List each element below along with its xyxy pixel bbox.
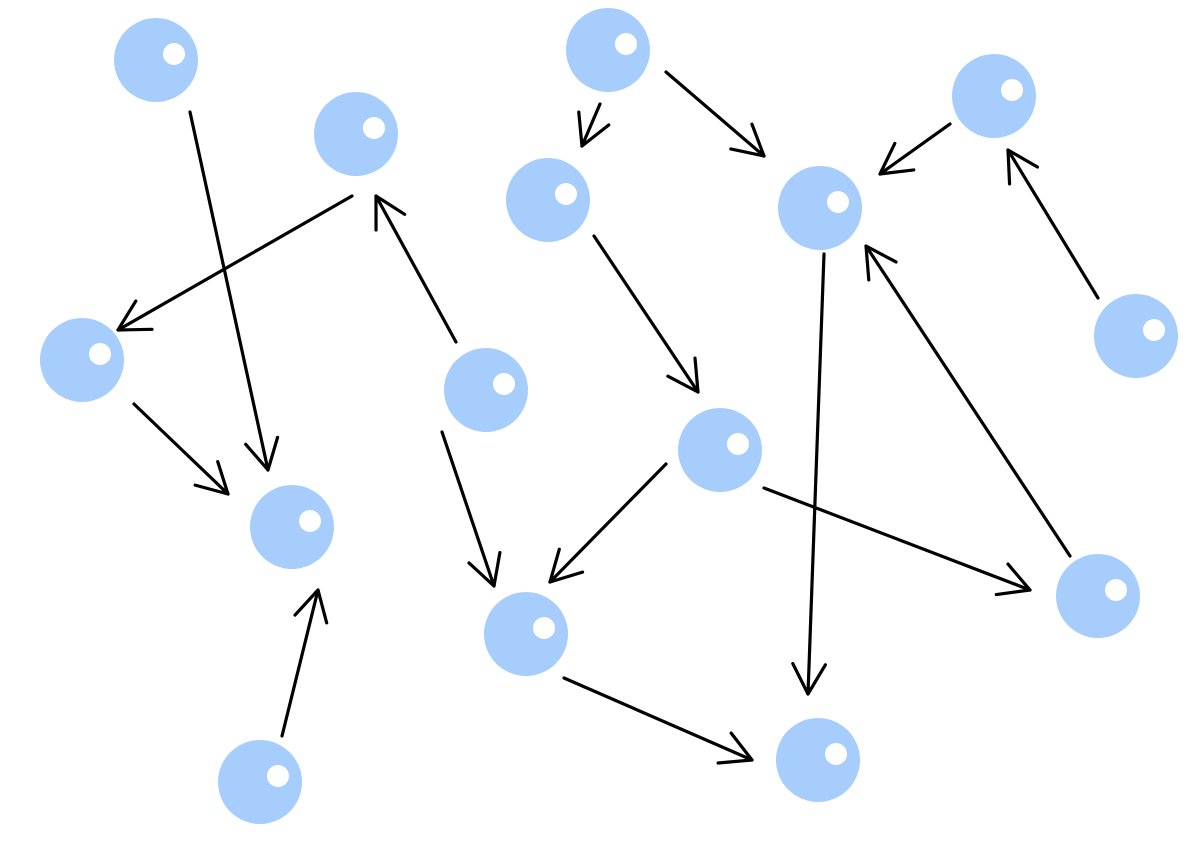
arrowhead <box>467 550 502 588</box>
node-circle <box>40 318 124 402</box>
arrowhead <box>577 110 611 148</box>
edge-n9-to-n12 <box>592 234 700 394</box>
arrowhead <box>374 194 407 232</box>
edge-n11-to-n10 <box>878 122 952 176</box>
node-highlight <box>615 33 637 55</box>
arrowhead <box>716 731 754 765</box>
edge-line <box>806 252 826 696</box>
graph-node-n6 <box>218 740 302 824</box>
edges-layer <box>116 70 1100 765</box>
graph-node-n3 <box>40 318 124 402</box>
edge-line <box>280 588 320 738</box>
edge-n12-to-n14 <box>762 486 1032 597</box>
node-highlight <box>163 43 185 65</box>
edge-line <box>592 234 700 394</box>
node-highlight <box>1001 79 1023 101</box>
node-circle <box>1056 554 1140 638</box>
node-circle <box>776 718 860 802</box>
node-highlight <box>533 617 555 639</box>
edge-line <box>374 194 458 344</box>
arrowhead <box>864 244 898 282</box>
nodes-layer <box>40 8 1178 824</box>
arrowhead <box>293 588 329 625</box>
edge-n14-to-n10 <box>864 244 1072 558</box>
node-circle <box>678 408 762 492</box>
graph-node-n11 <box>952 54 1036 138</box>
arrowhead <box>878 141 916 176</box>
edge-line <box>188 110 270 472</box>
node-highlight <box>1105 579 1127 601</box>
edge-line <box>440 430 496 588</box>
node-circle <box>778 166 862 250</box>
edge-n13-to-n11 <box>1006 148 1100 300</box>
edge-line <box>664 70 766 158</box>
edge-n1-to-n5 <box>188 110 280 472</box>
node-highlight <box>1143 319 1165 341</box>
graph-node-n10 <box>778 166 862 250</box>
node-highlight <box>89 343 111 365</box>
graph-node-n7 <box>484 592 568 676</box>
edge-n10-to-n15 <box>791 252 827 696</box>
node-highlight <box>825 743 847 765</box>
graph-node-n13 <box>1094 294 1178 378</box>
arrowhead <box>116 299 154 332</box>
node-circle <box>506 158 590 242</box>
arrowhead <box>193 459 230 496</box>
node-highlight <box>299 510 321 532</box>
node-circle <box>952 54 1036 138</box>
node-highlight <box>555 183 577 205</box>
arrowhead <box>1006 148 1040 186</box>
edge-line <box>878 122 952 176</box>
edge-n6-to-n5 <box>280 588 329 738</box>
graph-node-n4 <box>444 348 528 432</box>
node-circle <box>114 18 198 102</box>
arrowhead <box>548 547 585 584</box>
graph-node-n9 <box>506 158 590 242</box>
graph-node-n15 <box>776 718 860 802</box>
edge-n12-to-n7 <box>548 462 668 584</box>
edge-line <box>548 462 668 584</box>
node-circle <box>250 485 334 569</box>
edge-n2-to-n3 <box>116 194 354 332</box>
graph-node-n14 <box>1056 554 1140 638</box>
node-circle <box>444 348 528 432</box>
node-circle <box>1094 294 1178 378</box>
node-highlight <box>493 373 515 395</box>
arrowhead <box>791 661 827 696</box>
node-circle <box>566 8 650 92</box>
node-highlight <box>727 433 749 455</box>
graph-node-n12 <box>678 408 762 492</box>
graph-node-n8 <box>566 8 650 92</box>
arrowhead <box>729 122 766 158</box>
node-highlight <box>267 765 289 787</box>
node-highlight <box>827 191 849 213</box>
edge-line <box>1006 148 1100 300</box>
graph-node-n5 <box>250 485 334 569</box>
edge-line <box>132 402 230 496</box>
node-circle <box>218 740 302 824</box>
graph-node-n2 <box>314 92 398 176</box>
edge-line <box>562 676 754 762</box>
node-circle <box>484 592 568 676</box>
node-circle <box>314 92 398 176</box>
edge-n7-to-n16 <box>562 676 754 765</box>
edge-n8-to-n10 <box>664 70 766 158</box>
edge-n8-to-n9 <box>577 102 611 148</box>
arrowhead <box>666 356 700 394</box>
edge-line <box>762 486 1032 592</box>
edge-line <box>580 102 602 148</box>
edge-line <box>864 244 1072 558</box>
arrowhead <box>994 562 1032 597</box>
node-highlight <box>363 117 385 139</box>
edge-line <box>116 194 354 332</box>
edge-n4-to-n7 <box>440 430 502 588</box>
edge-n4-to-n2 <box>374 194 458 344</box>
edge-n3-to-n5 <box>132 402 230 496</box>
arrowhead <box>244 435 280 472</box>
graph-node-n1 <box>114 18 198 102</box>
